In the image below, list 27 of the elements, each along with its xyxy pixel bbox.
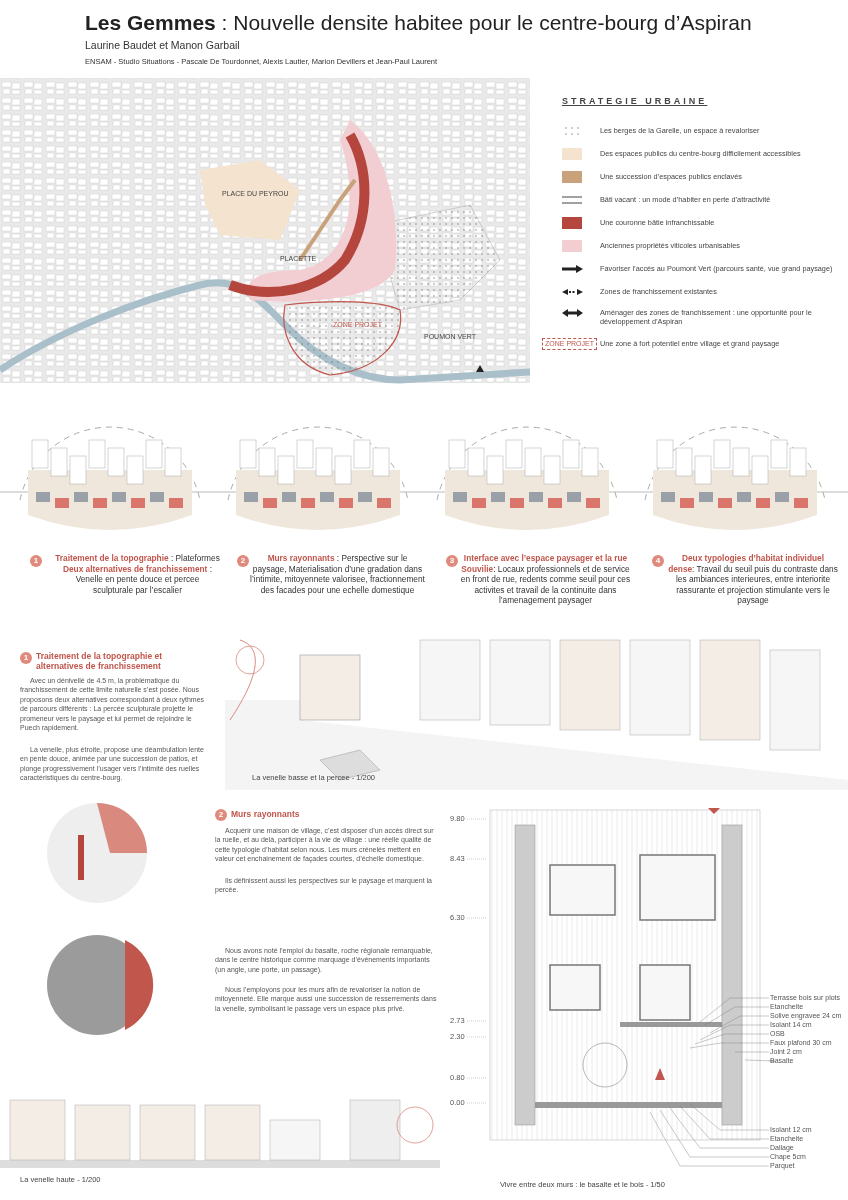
leader-line — [699, 1024, 770, 1041]
leader-line — [744, 1059, 776, 1062]
step-number: 1 — [20, 652, 32, 664]
poster-title: Les Gemmes : Nouvelle densite habitee pour le centre-bourg d’Aspiran — [85, 10, 752, 36]
leader-line — [689, 1103, 770, 1131]
leader-line — [689, 1042, 770, 1049]
leader-line — [659, 1109, 770, 1158]
step-caption: Traitement de la topographie : Plateformes Deux alternatives de franchissement : Venelle en pente douce et percee sculpturale par l’escalier — [55, 553, 220, 596]
leader-line — [694, 1033, 770, 1045]
leader-line — [704, 1006, 770, 1026]
step-number: 3 — [446, 555, 458, 567]
leader-line — [669, 1107, 770, 1149]
step-caption: Murs rayonnants : Perspective sur le paysage, Materialisation d’une gradation dans l’intimite, mitoyennete valorisee, fractionnement des facades pour une echelle domestique — [250, 553, 425, 596]
leader-line — [699, 997, 770, 1023]
step-caption: Deux typologies d’habitat individuel dense: Travail du seuil puis du contraste dans les ambiances interieures, entre interiorite rassurante et projection stimulante vers le paysage — [668, 553, 838, 607]
step-number: 2 — [237, 555, 249, 567]
step-caption: Interface avec l’espace paysager et la rue Souvilie: Locaux professionnels et de service en front de rue, redents comme seuil pour ces activites et travail de la continuite dans l’amenagement paysager — [459, 553, 632, 607]
leader-line — [649, 1111, 770, 1167]
leader-line — [709, 1015, 770, 1034]
step-number: 4 — [652, 555, 664, 567]
step-number: 1 — [30, 555, 42, 567]
section-heading: Murs rayonnants — [231, 809, 301, 820]
leader-line — [679, 1105, 770, 1140]
step-number: 2 — [215, 809, 227, 821]
author-names: Laurine Baudet et Manon Garbail — [85, 39, 240, 52]
section-heading: Traitement de la topographie et alternatives de franchissement — [36, 651, 164, 672]
legend-title: STRATEGIE URBAINE — [562, 96, 708, 107]
